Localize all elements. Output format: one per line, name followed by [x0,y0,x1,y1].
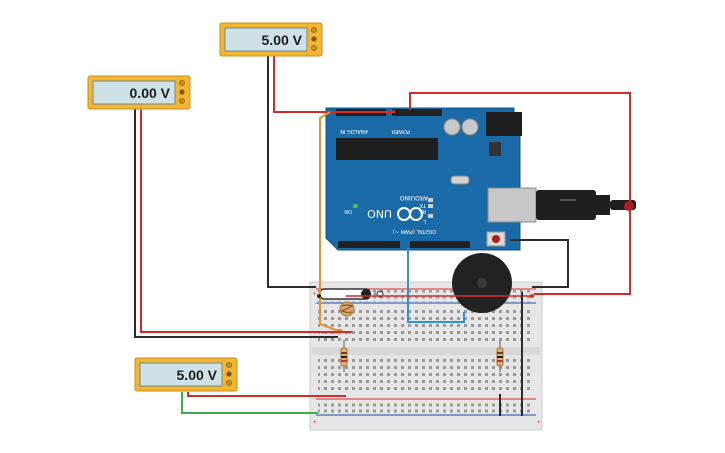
wire-left-meter-negative[interactable] [134,109,338,338]
wire-top-meter-negative[interactable] [267,56,316,288]
arduino-model-label: UNO [367,207,392,220]
reset-button[interactable] [492,235,500,243]
power-jack[interactable] [486,112,522,136]
wire-left-meter-positive[interactable] [140,109,352,333]
piezo-buzzer[interactable] [452,253,512,313]
arduino-infinity-logo [397,207,423,221]
tx-led-label: TX [419,202,427,208]
arduino-brand-label: ARDUINO [399,194,428,201]
usb-port[interactable] [487,187,537,223]
wire-bottom-meter-positive[interactable] [187,392,346,397]
wire-analog-orange[interactable] [319,111,342,331]
photoresistor[interactable] [339,301,355,317]
digital-header-label: DIGITAL (PWM ~) [393,228,436,234]
multimeter-bottom-reading: 5.00 V [177,367,218,383]
wire-top-meter-positive[interactable] [273,56,395,113]
multimeter-top[interactable]: 5.00 V [219,22,323,57]
rx-led-label: RX [419,208,426,214]
analog-header-label: ANALOG IN [340,128,368,134]
usb-cable-end [624,201,634,211]
wire-ground-black-loop[interactable] [510,239,569,288]
multimeter-top-reading: 5.00 V [262,32,303,48]
svg-text:+: + [537,420,541,426]
wire-bottom-meter-negative[interactable] [181,392,318,414]
resistor-left[interactable] [340,340,348,372]
multimeter-left[interactable]: 0.00 V [87,75,191,110]
multimeter-left-reading: 0.00 V [130,85,171,101]
multimeter-bottom[interactable]: 5.00 V [134,357,238,392]
on-led-label: ON [344,208,352,214]
wire-digital-blue[interactable] [407,248,465,323]
wire-power-red-loop[interactable] [409,92,631,295]
usb-cable[interactable] [536,190,636,220]
l-led-label: L [423,218,426,224]
svg-text:+: + [313,292,317,298]
power-header-label: POWER [391,128,410,134]
resistor-right[interactable] [496,340,504,372]
arduino-uno-board[interactable]: UNO ARDUINO POWER ANALOG IN DIGITAL (PWM… [325,107,537,251]
svg-text:+: + [313,420,317,426]
